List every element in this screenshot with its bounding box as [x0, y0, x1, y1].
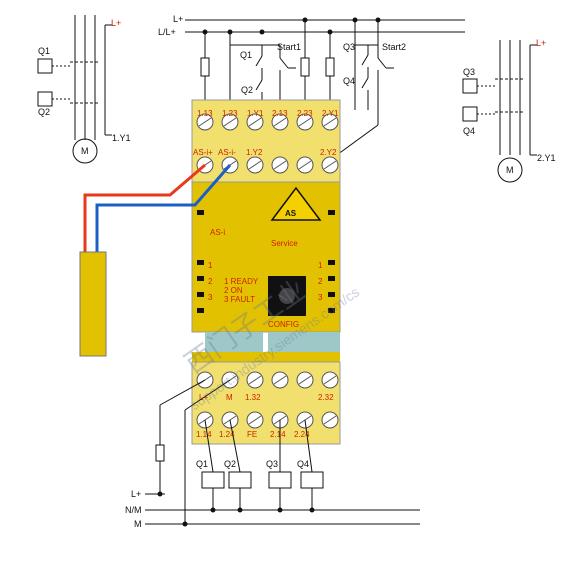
left-lplus-label: L+ — [111, 18, 121, 28]
led-legend: 1 READY 2 ON 3 FAULT — [224, 277, 259, 304]
led-left-1: 1 — [208, 261, 213, 270]
supply-junctions — [202, 17, 381, 35]
top-label-q4: Q4 — [343, 76, 355, 86]
term-asi-plus: AS-i+ — [193, 148, 213, 157]
term-1-13: 1.13 — [197, 109, 213, 118]
asi-cable — [83, 163, 232, 255]
term-fe: FE — [247, 430, 257, 439]
led-right-2: 2 — [318, 277, 323, 286]
bottom-coil-q3: Q3 — [266, 459, 278, 469]
bottom-coil-q4: Q4 — [297, 459, 309, 469]
bottom-lplus: L+ — [131, 489, 141, 499]
term-asi-minus: AS-i- — [218, 148, 236, 157]
term-2-13: 2.13 — [272, 109, 288, 118]
term-1-24: 1.24 — [219, 430, 235, 439]
led-numbers-right: 1 2 3 — [318, 261, 323, 302]
led-numbers-left: 1 2 3 — [208, 261, 213, 302]
right-motor-circuit — [462, 40, 537, 183]
right-lplus-label: L+ — [536, 38, 546, 48]
bottom-junctions — [157, 491, 315, 527]
svg-text:AS: AS — [285, 209, 297, 218]
supply-label-l-ll: L/L+ — [158, 27, 176, 37]
led-right-1: 1 — [318, 261, 323, 270]
top-supply-lines — [185, 19, 465, 33]
term-1-y1: 1.Y1 — [247, 109, 264, 118]
term-1-23: 1.23 — [222, 109, 238, 118]
left-motor-label: M — [81, 146, 89, 156]
bottom-coil-q2: Q2 — [224, 459, 236, 469]
term-m: M — [226, 393, 233, 402]
bottom-m: M — [134, 519, 142, 529]
led-left-3: 3 — [208, 293, 213, 302]
q4-label-right: Q4 — [463, 126, 475, 136]
term-2-32: 2.32 — [318, 393, 334, 402]
term-1-14: 1.14 — [196, 430, 212, 439]
right-coil-terminal: 2.Y1 — [537, 153, 556, 163]
bottom-nm: N/M — [125, 505, 142, 515]
legend-fault: 3 FAULT — [224, 295, 255, 304]
top-label-q3: Q3 — [343, 42, 355, 52]
top-label-q1: Q1 — [240, 50, 252, 60]
right-motor-label: M — [506, 165, 514, 175]
term-1-32: 1.32 — [245, 393, 261, 402]
legend-on: 2 ON — [224, 286, 243, 295]
q3-label-right: Q3 — [463, 67, 475, 77]
left-coil-terminal: 1.Y1 — [112, 133, 131, 143]
asi-label: AS-i — [210, 228, 225, 237]
flat-cable — [79, 251, 107, 357]
supply-label-l-plus: L+ — [173, 14, 183, 24]
term-2-y2: 2.Y2 — [320, 148, 337, 157]
term-2-24: 2.24 — [294, 430, 310, 439]
term-2-23: 2.23 — [297, 109, 313, 118]
config-label: CONFIG — [268, 320, 299, 329]
led-right-3: 3 — [318, 293, 323, 302]
service-label: Service — [271, 239, 298, 248]
asi-logo: AS — [270, 186, 322, 221]
q2-label-left: Q2 — [38, 107, 50, 117]
term-1-y2: 1.Y2 — [246, 148, 263, 157]
term-2-14: 2.14 — [270, 430, 286, 439]
legend-ready: 1 READY — [224, 277, 259, 286]
q1-label-left: Q1 — [38, 46, 50, 56]
top-label-start2: Start2 — [382, 42, 406, 52]
left-motor-circuit — [37, 15, 112, 164]
led-left-2: 2 — [208, 277, 213, 286]
bottom-coil-q1: Q1 — [196, 459, 208, 469]
term-2-y1: 2.Y1 — [322, 109, 339, 118]
top-label-q2: Q2 — [241, 85, 253, 95]
top-label-start1: Start1 — [277, 42, 301, 52]
module-terminal-labels: 1.13 1.23 1.Y1 2.13 2.23 2.Y1 AS-i+ AS-i… — [193, 109, 339, 439]
